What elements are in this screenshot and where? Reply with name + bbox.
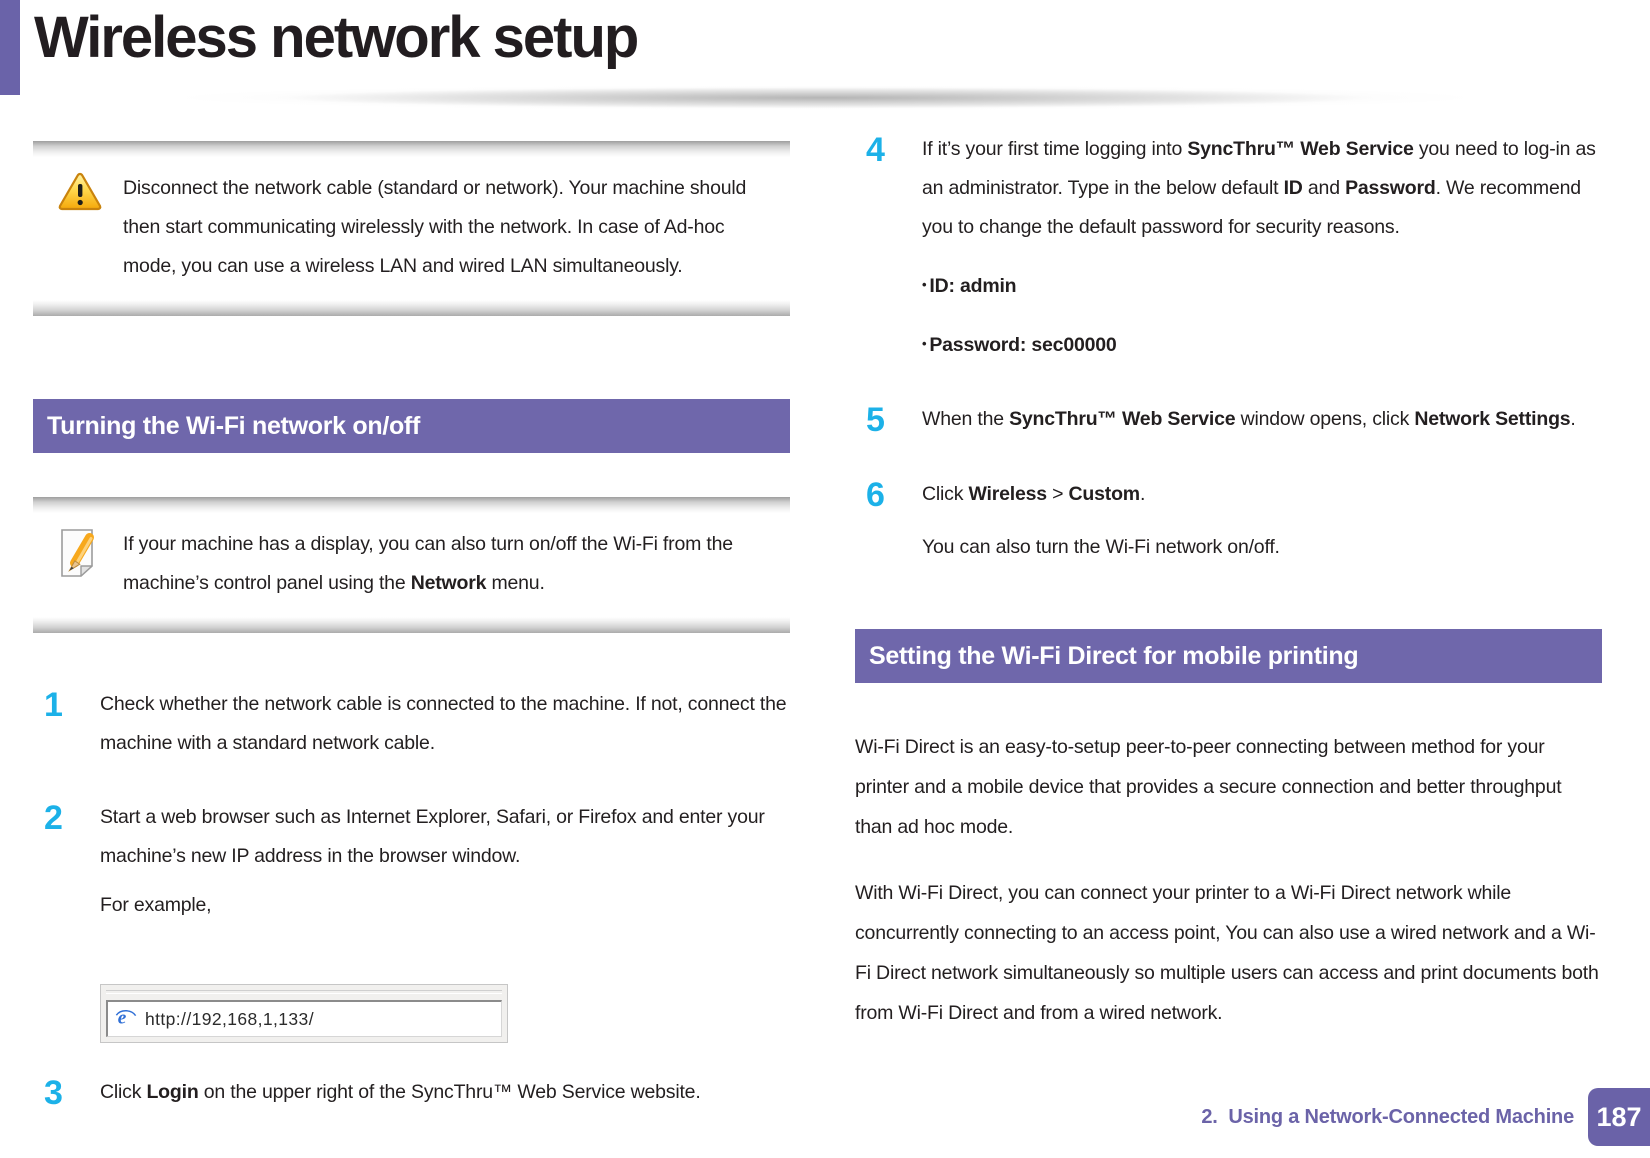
- bullet-icon: •: [922, 336, 927, 351]
- footer-chapter-label: 2. Using a Network-Connected Machine: [1201, 1106, 1574, 1128]
- svg-text:e: e: [118, 1007, 127, 1028]
- step-4-text: If it’s your first time logging into Syn…: [922, 130, 1602, 365]
- note-box: If your machine has a display, you can a…: [33, 497, 790, 633]
- step-6: 6 Click Wireless > Custom. You can also …: [855, 475, 1602, 567]
- step-2-number: 2: [44, 799, 63, 837]
- step-4: 4 If it’s your first time logging into S…: [855, 130, 1602, 365]
- title-divider-shadow: [20, 86, 1630, 114]
- browser-address-bar-figure: e http://192,168,1,133/: [100, 984, 508, 1043]
- wifi-direct-paragraph-1: Wi-Fi Direct is an easy-to-setup peer-to…: [855, 736, 1562, 838]
- wifi-direct-paragraph-2: With Wi-Fi Direct, you can connect your …: [855, 882, 1599, 1024]
- step-2-text: Start a web browser such as Internet Exp…: [100, 798, 790, 949]
- right-column: 4 If it’s your first time logging into S…: [855, 0, 1602, 1059]
- step-6-subtext: You can also turn the Wi-Fi network on/o…: [922, 536, 1280, 558]
- step-1: 1 Check whether the network cable is con…: [33, 685, 790, 763]
- section-header-wifi-direct: Setting the Wi-Fi Direct for mobile prin…: [855, 629, 1602, 683]
- default-id-value: ID: admin: [929, 275, 1017, 297]
- step-3-number: 3: [44, 1074, 63, 1112]
- note-pencil-icon: [49, 525, 123, 584]
- step-4-number: 4: [866, 131, 885, 169]
- left-column: Disconnect the network cable (standard o…: [33, 0, 790, 1148]
- default-id-bullet: •ID: admin: [922, 265, 1602, 306]
- page-title: Wireless network setup: [34, 5, 639, 70]
- step-3: 3 Click Login on the upper right of the …: [33, 1073, 790, 1113]
- section-header-wifi-onoff: Turning the Wi-Fi network on/off: [33, 399, 790, 453]
- browser-toolbar-groove: [106, 990, 502, 994]
- step-6-instruction: Click Wireless > Custom.: [922, 483, 1146, 505]
- internet-explorer-icon: e: [115, 1006, 137, 1033]
- default-password-bullet: •Password: sec00000: [922, 324, 1602, 365]
- step-4-instruction: If it’s your first time logging into Syn…: [922, 138, 1596, 238]
- step-1-number: 1: [44, 686, 63, 724]
- step-6-text: Click Wireless > Custom. You can also tu…: [922, 475, 1602, 567]
- title-accent-bar: [0, 0, 20, 95]
- step-2-instruction: Start a web browser such as Internet Exp…: [100, 806, 765, 867]
- step-6-number: 6: [866, 476, 885, 514]
- step-5: 5 When the SyncThru™ Web Service window …: [855, 400, 1602, 440]
- default-password-value: Password: sec00000: [929, 334, 1117, 356]
- address-url: http://192,168,1,133/: [145, 1008, 314, 1029]
- step-2: 2 Start a web browser such as Internet E…: [33, 798, 790, 949]
- address-field: e http://192,168,1,133/: [106, 1000, 502, 1037]
- step-5-number: 5: [866, 401, 885, 439]
- bullet-icon: •: [922, 277, 927, 292]
- warning-box: Disconnect the network cable (standard o…: [33, 141, 790, 316]
- example-label: For example,: [100, 894, 212, 916]
- page-number-badge: 187: [1588, 1088, 1650, 1146]
- warning-triangle-icon: [49, 169, 123, 218]
- step-1-text: Check whether the network cable is conne…: [100, 693, 787, 754]
- note-text: If your machine has a display, you can a…: [123, 533, 733, 594]
- step-3-text: Click Login on the upper right of the Sy…: [100, 1081, 701, 1103]
- warning-text: Disconnect the network cable (standard o…: [123, 177, 747, 277]
- steps-wifi-onoff: 1 Check whether the network cable is con…: [33, 685, 790, 1113]
- step-5-text: When the SyncThru™ Web Service window op…: [922, 408, 1576, 430]
